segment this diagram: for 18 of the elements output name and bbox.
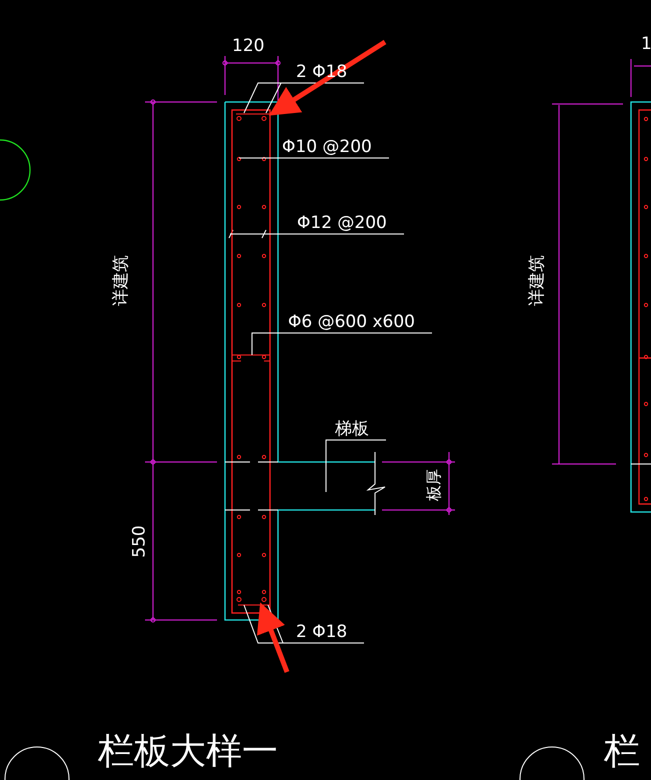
rebar-label: Φ6 @600 x600: [288, 314, 415, 331]
slab-label: 梯板: [335, 421, 369, 438]
rebar-label: 2 Φ18: [296, 624, 348, 641]
note-text: 详建筑: [113, 255, 130, 306]
dimension-text: 1: [641, 36, 651, 53]
note-text: 板厚: [426, 469, 442, 501]
note-text: 详建筑: [529, 255, 546, 306]
dimension-text: 550: [132, 525, 149, 558]
rebar-label: Φ12 @200: [297, 215, 387, 232]
highlight-arrow: [268, 40, 386, 116]
leader-line: [244, 82, 364, 114]
title-text: 栏: [604, 734, 640, 770]
rebar-label: Φ10 @200: [282, 139, 372, 156]
leader-line: [326, 440, 386, 492]
dimension-text: 120: [232, 38, 264, 55]
title-text: 栏板大样一: [98, 734, 278, 770]
leader-line: [252, 332, 432, 356]
highlight-arrow: [256, 602, 290, 673]
